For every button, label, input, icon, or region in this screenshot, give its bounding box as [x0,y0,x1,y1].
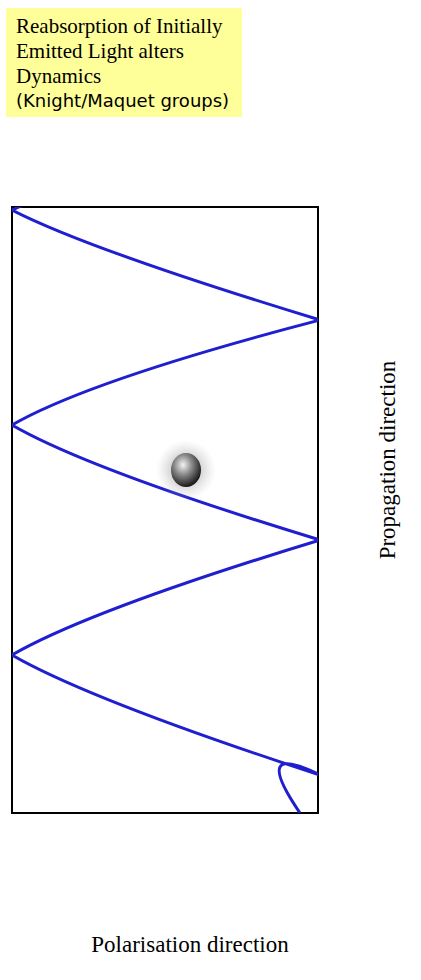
emission-glow [156,440,216,500]
attribution-text: (Knight/Maquet groups) [16,90,232,112]
zigzag-trajectory [12,207,318,813]
note-box: Reabsorption of Initially Emitted Light … [6,8,242,117]
axis-label: Polarisation direction [91,932,288,958]
note-text: Reabsorption of Initially Emitted Light … [16,14,232,90]
axis-label: Propagation direction [375,361,401,560]
atom-sphere [171,453,201,487]
